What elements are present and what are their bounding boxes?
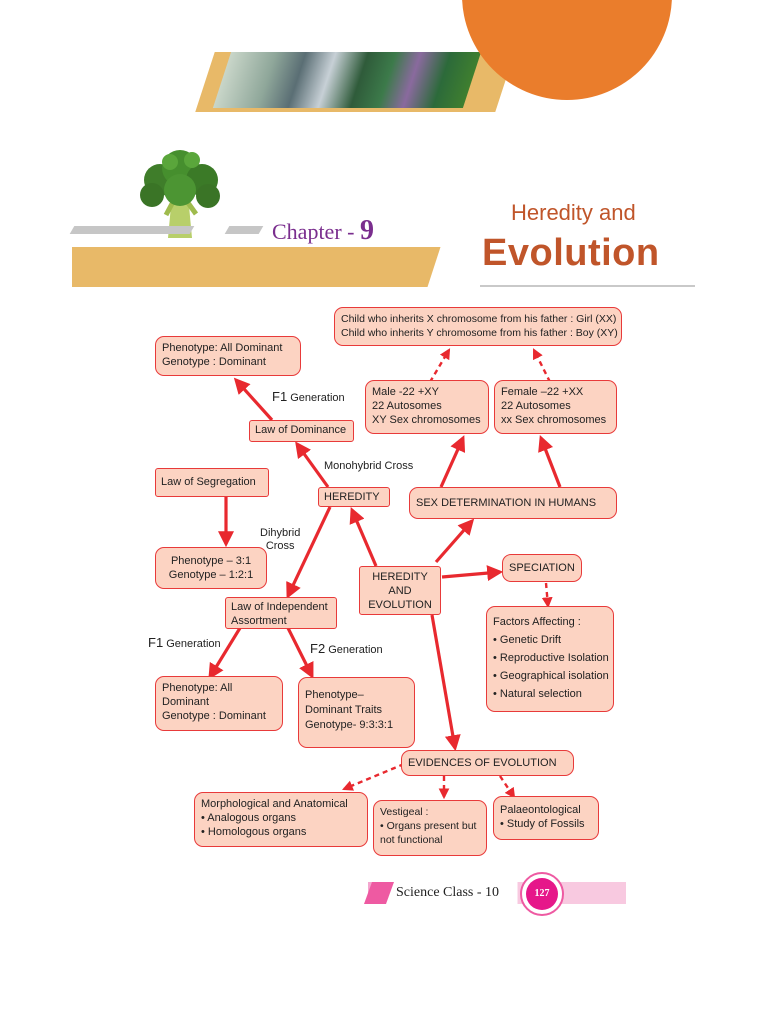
node-phenotype-dominant-traits: Phenotype– Dominant Traits Genotype- 9:3… xyxy=(298,677,415,748)
node-palaeontological: Palaeontological • Study of Fossils xyxy=(493,796,599,840)
header-band xyxy=(72,247,422,287)
node-vestigeal: Vestigeal : • Organs present but not fun… xyxy=(373,800,487,856)
page-number: 127 xyxy=(526,878,558,910)
node-phenotype-ratio: Phenotype – 3:1 Genotype – 1:2:1 xyxy=(155,547,267,589)
chapter-prefix: Chapter - xyxy=(272,219,360,244)
node-child-inherits: Child who inherits X chromosome from his… xyxy=(334,307,622,346)
dashed-speciation-to-factors xyxy=(541,582,553,609)
node-male: Male -22 +XY 22 Autosomes XY Sex chromos… xyxy=(365,380,489,434)
arrow-center-to-evidences xyxy=(430,614,461,752)
node-speciation: SPECIATION xyxy=(502,554,582,582)
node-factors-affecting: Factors Affecting : • Genetic Drift • Re… xyxy=(486,606,614,712)
node-evidences-of-evolution: EVIDENCES OF EVOLUTION xyxy=(401,750,574,776)
title-rule xyxy=(480,285,695,287)
chapter-label: Chapter - 9 xyxy=(272,215,374,247)
arrow-center-to-sex-determination xyxy=(434,518,475,564)
footer-book-label: Science Class - 10 xyxy=(396,885,500,900)
arrow-center-to-heredity xyxy=(349,507,378,567)
arrow-dominance-to-phenotype xyxy=(233,377,274,422)
edge-label-f1-generation-top: F1 Generation xyxy=(272,389,345,404)
node-law-of-dominance: Law of Dominance xyxy=(249,420,354,442)
chapter-title-line2: Evolution xyxy=(482,232,660,274)
node-law-of-independent-assortment: Law of Independent Assortment xyxy=(225,597,337,629)
node-morphological: Morphological and Anatomical • Analogous… xyxy=(194,792,368,847)
dashed-male-to-child xyxy=(428,348,451,383)
arrow-center-to-speciation xyxy=(441,565,504,582)
node-phenotype-all-dominant-bottom: Phenotype: All Dominant Genotype : Domin… xyxy=(155,676,283,731)
edge-label-f2-generation: F2 Generation xyxy=(310,641,383,656)
node-heredity-and-evolution: HEREDITY AND EVOLUTION xyxy=(359,566,441,615)
arrow-heredity-to-independent xyxy=(286,506,332,599)
dashed-evidences-to-morphological xyxy=(342,762,405,791)
node-phenotype-all-dominant-top: Phenotype: All Dominant Genotype : Domin… xyxy=(155,336,301,376)
arrow-independent-to-f1 xyxy=(208,627,242,680)
edge-label-dihybrid-cross: Dihybrid Cross xyxy=(260,527,301,552)
edge-label-f1-generation-bottom: F1 Generation xyxy=(148,635,221,650)
arrow-sex-to-female xyxy=(538,435,562,488)
node-law-of-segregation: Law of Segregation xyxy=(155,468,269,497)
chapter-title-line1: Heredity and xyxy=(511,200,636,225)
edge-label-monohybrid-cross: Monohybrid Cross xyxy=(324,460,414,472)
dashed-female-to-child xyxy=(532,348,552,383)
arrow-sex-to-male xyxy=(439,435,466,488)
node-sex-determination: SEX DETERMINATION IN HUMANS xyxy=(409,487,617,519)
arrow-independent-to-f2 xyxy=(286,627,314,679)
node-female: Female –22 +XX 22 Autosomes xx Sex chrom… xyxy=(494,380,617,434)
node-heredity: HEREDITY xyxy=(318,487,390,507)
dashed-evidences-to-palaeontological xyxy=(499,775,516,799)
chapter-number: 9 xyxy=(359,215,374,246)
arrow-heredity-to-dominance xyxy=(295,441,330,488)
